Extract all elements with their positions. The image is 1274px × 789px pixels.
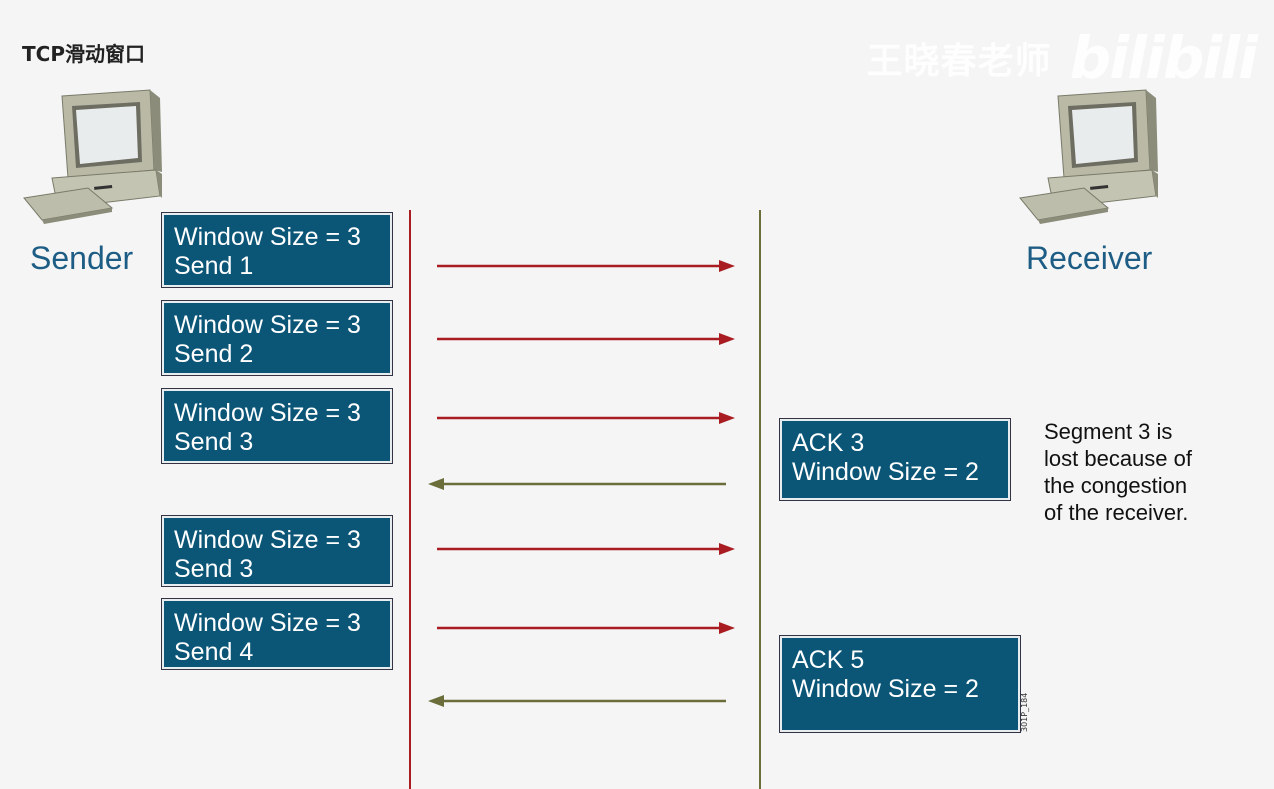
segment-box: Window Size = 3 Send 4 bbox=[161, 598, 393, 670]
segment-window-size: Window Size = 3 bbox=[174, 609, 361, 637]
figure-id: 301P_184 bbox=[1020, 692, 1029, 732]
send-arrow bbox=[437, 412, 735, 424]
segment-window-size: Window Size = 3 bbox=[174, 526, 361, 554]
send-arrow bbox=[437, 260, 735, 272]
send-arrow bbox=[437, 543, 735, 555]
note-line: of the receiver. bbox=[1044, 500, 1189, 525]
note-line: Segment 3 is bbox=[1044, 419, 1173, 444]
segment-window-size: Window Size = 3 bbox=[174, 399, 361, 427]
ack-box: ACK 3 Window Size = 2 bbox=[779, 418, 1011, 501]
receiver-lifeline bbox=[759, 210, 761, 789]
receiver-label: Receiver bbox=[1026, 240, 1153, 276]
ack-window-size: Window Size = 2 bbox=[792, 675, 979, 703]
watermark-author: 王晓春老师 bbox=[866, 41, 1052, 82]
segment-box: Window Size = 3 Send 2 bbox=[161, 300, 393, 376]
ack-arrow bbox=[428, 695, 726, 707]
ack-window-size: Window Size = 2 bbox=[792, 458, 979, 486]
ack-arrow bbox=[428, 478, 726, 490]
page-title: TCP滑动窗口 bbox=[22, 42, 145, 66]
ack-label: ACK 3 bbox=[792, 429, 865, 457]
segment-send-label: Send 3 bbox=[174, 428, 254, 456]
segment-send-label: Send 2 bbox=[174, 340, 254, 368]
segment-box: Window Size = 3 Send 1 bbox=[161, 212, 393, 288]
receiver-computer-icon bbox=[1019, 89, 1158, 224]
segment-send-label: Send 4 bbox=[174, 638, 254, 666]
segment-box: Window Size = 3 Send 3 bbox=[161, 388, 393, 464]
segment-send-label: Send 3 bbox=[174, 555, 254, 583]
sender-lifeline bbox=[409, 210, 411, 789]
note-line: the congestion bbox=[1044, 473, 1188, 498]
send-arrow bbox=[437, 333, 735, 345]
watermark: 王晓春老师 bilibili bbox=[866, 24, 1258, 92]
annotation-note: Segment 3 is lost because of the congest… bbox=[1044, 418, 1192, 526]
bilibili-logo: bilibili bbox=[1069, 24, 1258, 92]
segment-window-size: Window Size = 3 bbox=[174, 311, 361, 339]
note-line: lost because of bbox=[1044, 446, 1192, 471]
sender-label: Sender bbox=[30, 240, 134, 276]
sender-computer-icon bbox=[23, 89, 162, 224]
segment-send-label: Send 1 bbox=[174, 252, 254, 280]
segment-window-size: Window Size = 3 bbox=[174, 223, 361, 251]
segment-box: Window Size = 3 Send 3 bbox=[161, 515, 393, 587]
ack-label: ACK 5 bbox=[792, 646, 865, 674]
send-arrow bbox=[437, 622, 735, 634]
ack-box: ACK 5 Window Size = 2 bbox=[779, 635, 1021, 733]
